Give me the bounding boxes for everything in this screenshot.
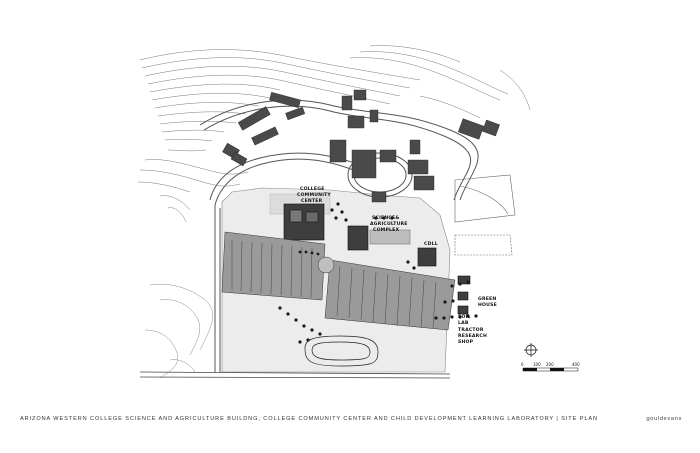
existing-buildings — [222, 89, 500, 203]
sheet-caption: ARIZONA WESTERN COLLEGE SCIENCE AND AGRI… — [20, 416, 598, 422]
scale-tick-100: 100 — [533, 362, 541, 367]
label-community-center-1: COLLEGE — [300, 186, 325, 192]
label-tractor-1: TRACTOR — [458, 327, 484, 333]
lower-contours — [144, 284, 213, 379]
new-buildings — [283, 203, 471, 315]
parking-lots — [221, 231, 456, 331]
cdll-building — [417, 247, 437, 267]
south-road — [139, 371, 451, 379]
label-green-house-2: HOUSE — [478, 302, 497, 308]
plan-labels: COLLEGE COMMUNITY CENTER SCIENCE& AGRICU… — [297, 186, 497, 345]
label-green-house-1: GREEN — [478, 296, 496, 302]
scale-tick-200: 200 — [546, 362, 554, 367]
science-complex-building — [347, 225, 369, 251]
label-community-center-3: CENTER — [301, 198, 323, 204]
topographic-contours — [137, 45, 531, 223]
label-cdll: CDLL — [424, 241, 438, 247]
scale-bar: 0 100 200 400 — [521, 362, 580, 372]
scale-tick-400: 400 — [572, 362, 580, 367]
north-arrow-icon — [524, 343, 538, 357]
label-soil-lab-2: LAB — [458, 320, 469, 326]
sports-fields — [454, 174, 516, 256]
label-community-center-2: COMMUNITY — [297, 192, 331, 198]
retention-basin — [304, 335, 379, 367]
campus-roads — [199, 99, 479, 372]
label-soil-lab-1: SOIL — [458, 314, 471, 320]
tree-rows — [278, 202, 478, 344]
label-tractor-2: RESEARCH — [458, 333, 487, 339]
firm-name: gouldevans — [646, 416, 682, 422]
scale-tick-0: 0 — [521, 362, 524, 367]
label-science-3: COMPLEX — [373, 227, 399, 233]
label-science-1: SCIENCE& — [372, 215, 400, 221]
label-science-2: AGRICULTURE — [370, 221, 408, 227]
label-tractor-3: SHOP — [458, 339, 474, 345]
